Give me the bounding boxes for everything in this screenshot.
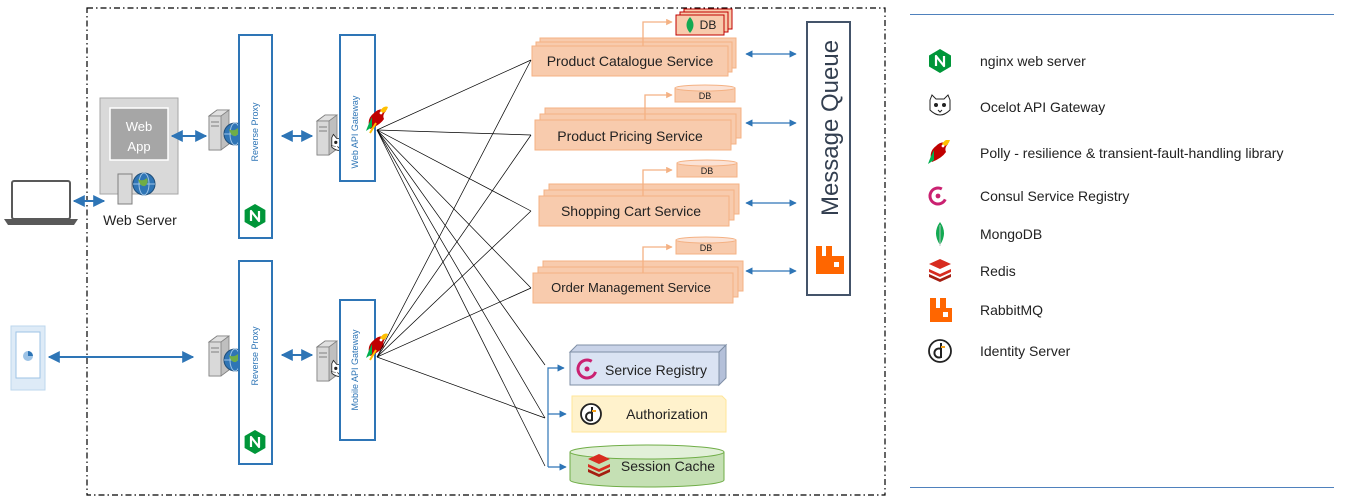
- web-server-icon: [117, 172, 156, 205]
- rabbitmq-icon: [930, 298, 952, 322]
- legend-label: MongoDB: [980, 226, 1043, 242]
- ocelot-icon: [929, 94, 951, 116]
- service-product-catalogue-label: Product Catalogue Service: [547, 53, 714, 69]
- db-shopping-cart: [676, 159, 738, 178]
- web-server-label: Web Server: [103, 212, 177, 228]
- identity-server-icon: [928, 339, 952, 363]
- mobile-reverse-proxy-label: Reverse Proxy: [250, 326, 260, 386]
- legend-item-redis: Redis: [926, 258, 1346, 284]
- service-order-management-label: Order Management Service: [551, 280, 711, 295]
- service-queue-connectors: [745, 50, 797, 275]
- service-product-pricing: [534, 107, 742, 151]
- service-registry-box: [568, 343, 728, 387]
- redis-icon: [929, 259, 951, 282]
- consul-icon: [928, 186, 948, 206]
- db-shopping-cart-label: DB: [701, 166, 714, 176]
- message-queue-rabbitmq-icon: [816, 246, 844, 274]
- legend-item-ocelot: Ocelot API Gateway: [926, 94, 1346, 120]
- db-connectors: [642, 18, 673, 273]
- mobile-api-gateway-box: [339, 299, 376, 441]
- mobile-device-icon: [10, 325, 46, 391]
- db-product-catalogue-label: DB: [700, 18, 717, 32]
- service-product-pricing-label: Product Pricing Service: [557, 128, 703, 144]
- mongodb-icon: [936, 222, 944, 246]
- infrastructure-connectors: [547, 364, 567, 471]
- service-shopping-cart-label: Shopping Cart Service: [561, 203, 701, 219]
- session-cache-redis-icon: [588, 454, 610, 477]
- web-api-gateway-box: [339, 34, 376, 182]
- message-queue-label: Message Queue: [817, 40, 844, 216]
- legend-label: Ocelot API Gateway: [980, 99, 1106, 115]
- web-reverse-proxy-label: Reverse Proxy: [250, 102, 260, 162]
- service-product-catalogue: [531, 37, 737, 77]
- legend-item-mongodb: MongoDB: [926, 221, 1346, 247]
- db-order-management: [675, 236, 737, 255]
- session-cache-cylinder: [569, 444, 725, 488]
- db-product-pricing: [674, 84, 736, 103]
- mobile-reverse-proxy-box: [238, 260, 273, 465]
- authorization-box: [571, 395, 727, 433]
- legend-label: RabbitMQ: [980, 302, 1044, 318]
- db-order-management-label: DB: [700, 243, 713, 253]
- web-reverse-proxy-box: [238, 34, 273, 239]
- service-shopping-cart: [538, 183, 740, 227]
- legend-item-consul: Consul Service Registry: [926, 183, 1346, 209]
- db-product-pricing-label: DB: [699, 91, 712, 101]
- session-cache-label: Session Cache: [621, 458, 715, 474]
- identity-server-icon: [580, 403, 602, 425]
- web-api-gateway-label: Web API Gateway: [350, 95, 360, 168]
- polly-icon: [928, 140, 950, 164]
- service-registry-label: Service Registry: [605, 362, 707, 378]
- legend-label: Redis: [980, 263, 1016, 279]
- legend-item-rabbitmq: RabbitMQ: [926, 297, 1346, 323]
- legend-item-identity-server: Identity Server: [926, 338, 1346, 364]
- legend-item-nginx: nginx web server: [926, 48, 1346, 74]
- authorization-label: Authorization: [626, 406, 708, 422]
- web-app-title: Web: [126, 119, 153, 134]
- mobile-gateway-routes: [376, 59, 546, 419]
- service-order-management: [532, 260, 744, 304]
- legend-label: Identity Server: [980, 343, 1071, 359]
- laptop-icon: [4, 180, 78, 225]
- web-app-title-2: App: [127, 139, 150, 154]
- legend-top-rule: [910, 14, 1334, 15]
- legend-label: nginx web server: [980, 53, 1086, 69]
- mobile-api-gateway-label: Mobile API Gateway: [350, 329, 360, 411]
- legend-item-polly: Polly - resilience & transient-fault-han…: [926, 140, 1346, 166]
- system-boundary: [86, 7, 886, 496]
- legend-label: Consul Service Registry: [980, 188, 1130, 204]
- legend-label: Polly - resilience & transient-fault-han…: [980, 145, 1284, 161]
- consul-icon: [576, 358, 598, 380]
- mongodb-leaf-icon: [686, 17, 694, 33]
- web-gateway-routes: [376, 59, 546, 467]
- legend-bottom-rule: [910, 487, 1334, 488]
- nginx-icon: [929, 49, 951, 73]
